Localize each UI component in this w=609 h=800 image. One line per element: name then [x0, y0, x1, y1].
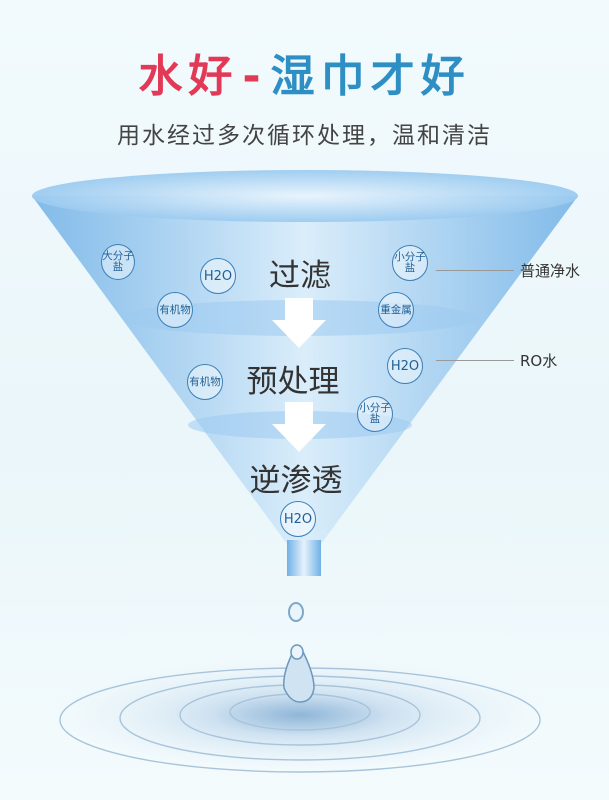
splash-drop — [283, 645, 315, 703]
ordinary-water-leader — [436, 270, 514, 271]
h2o-bubble: H2O — [387, 348, 423, 384]
arrow-down-icon — [272, 298, 326, 452]
page-subtitle: 用水经过多次循环处理，温和清洁 — [117, 123, 492, 149]
funnel-cone — [32, 196, 578, 548]
ro-water-leader — [436, 360, 514, 361]
water-ripple-pool — [40, 655, 560, 775]
funnel-rim — [32, 170, 578, 222]
small-salt-bubble: 小分子盐 — [357, 396, 393, 432]
stage-reverse-osmosis: 逆渗透 — [249, 463, 343, 499]
stage-filter: 过滤 — [269, 258, 331, 294]
ro-water-label: RO水 — [520, 352, 558, 370]
organic-bubble: 有机物 — [157, 292, 193, 328]
macro-salt-bubble: 大分子盐 — [101, 244, 135, 280]
small-salt-bubble: 小分子盐 — [392, 245, 428, 281]
h2o-bubble: H2O — [200, 258, 236, 294]
falling-droplet — [288, 602, 304, 622]
funnel-spout — [287, 540, 321, 576]
ordinary-water-label: 普通净水 — [520, 262, 581, 280]
heavy-metal-bubble: 重金属 — [378, 292, 414, 328]
title-dash: - — [242, 51, 267, 102]
page-title: 水好-湿巾才好 — [0, 40, 609, 104]
stage-pretreatment: 预处理 — [246, 364, 340, 400]
h2o-bubble: H2O — [280, 501, 316, 537]
organic-bubble: 有机物 — [187, 364, 223, 400]
title-part1: 水好 — [138, 51, 239, 102]
title-part2: 湿巾才好 — [270, 51, 471, 102]
